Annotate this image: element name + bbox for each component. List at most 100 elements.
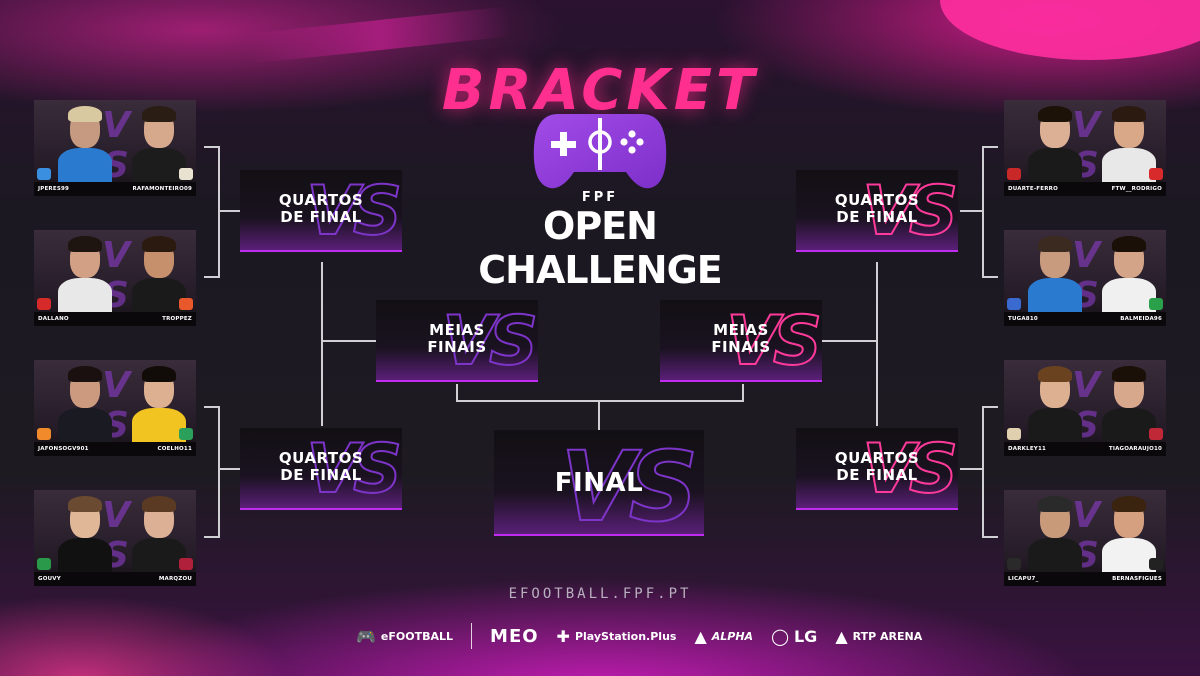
rtp-logo-icon: ▲ [835,626,848,646]
divider [471,623,473,649]
player-name: GOUVY [38,576,61,582]
bracket-line [218,146,220,278]
vs-watermark: VS [305,172,402,251]
lg-logo-icon: ◯ [771,626,789,646]
vs-watermark: VS [560,431,699,536]
bracket-line [960,468,984,470]
bracket-line [982,406,998,408]
player-name: DALLANO [38,316,69,322]
vs-watermark: VS [725,302,822,381]
bracket-line [982,276,998,278]
team-badge-icon [37,298,51,310]
team-badge-icon [179,168,193,180]
bracket-line [982,406,984,538]
vs-watermark: VS [861,172,958,251]
vs-watermark: VS [305,430,402,509]
team-badge-icon [1149,428,1163,440]
bracket-line [456,384,458,402]
sponsor-efootball: 🎮eFOOTBALL [356,626,454,646]
plus-icon: ✚ [556,626,570,646]
player-name: DUARTE-FERRO [1008,186,1058,192]
player-photo [130,106,188,182]
final-label: FINAL [554,468,644,498]
sponsor-meo: MEO [490,625,539,647]
gamepad-icon: 🎮 [356,626,376,646]
player-name: MARQZOU [158,576,192,582]
team-badge-icon [1149,168,1163,180]
player-photo [56,106,114,182]
sponsor-alpha: ▲ALPHA [694,626,754,646]
sponsor-lg: ◯LG [771,626,818,646]
player-name: JPERES99 [38,186,70,192]
bracket-line [960,210,984,212]
sponsor-rtp-arena: ▲RTP ARENA [835,626,923,646]
bracket-line [876,262,878,426]
final-box: VS FINAL [494,430,704,536]
player-name: BERNASFIGUES [1112,576,1162,582]
player-name: LICAPU7_ [1008,576,1039,582]
team-badge-icon [1149,558,1163,570]
team-badge-icon [1007,428,1021,440]
player-photo [130,236,188,312]
team-badge-icon [179,298,193,310]
bracket-line [218,406,220,538]
bracket-line [204,536,220,538]
player-photo [56,366,114,442]
team-badge-icon [1007,298,1021,310]
bracket-line [321,340,376,342]
website-url[interactable]: EFOOTBALL.FPF.PT [508,586,692,602]
player-photo [1100,496,1158,572]
player-photo [1026,366,1084,442]
team-badge-icon [179,428,193,440]
sponsor-playstation-plus: ✚PlayStation.Plus [556,626,677,646]
sponsor-bar: 🎮eFOOTBALL MEO ✚PlayStation.Plus ▲ALPHA … [356,620,922,652]
player-name: TUGA810 [1008,316,1038,322]
bracket-line [218,210,240,212]
bracket-line [982,146,984,278]
team-badge-icon [1007,558,1021,570]
open-challenge-logo: FPF OPEN CHALLENGE [478,100,723,292]
bracket-line [218,468,240,470]
vs-watermark: VS [441,302,538,381]
fpf-label: FPF [581,190,619,205]
player-photo [130,496,188,572]
player-name: RAFAMONTEIRO09 [132,186,192,192]
player-photo [1026,106,1084,182]
team-badge-icon [1149,298,1163,310]
player-name: TIAGOARAUJO10 [1108,446,1162,452]
team-badge-icon [37,428,51,440]
player-photo [1026,496,1084,572]
vs-watermark: VS [861,430,958,509]
player-photo [56,236,114,312]
player-name: FTW__RODRIGO [1111,186,1162,192]
team-badge-icon [37,558,51,570]
team-badge-icon [37,168,51,180]
bracket-line [982,146,998,148]
bracket-line [321,262,323,426]
bracket-title: BRACKET [441,58,759,123]
player-photo [1026,236,1084,312]
bracket-line [204,276,220,278]
bracket-line [204,406,220,408]
alpha-logo-icon: ▲ [694,626,707,646]
team-badge-icon [1007,168,1021,180]
bracket-line [742,384,744,402]
